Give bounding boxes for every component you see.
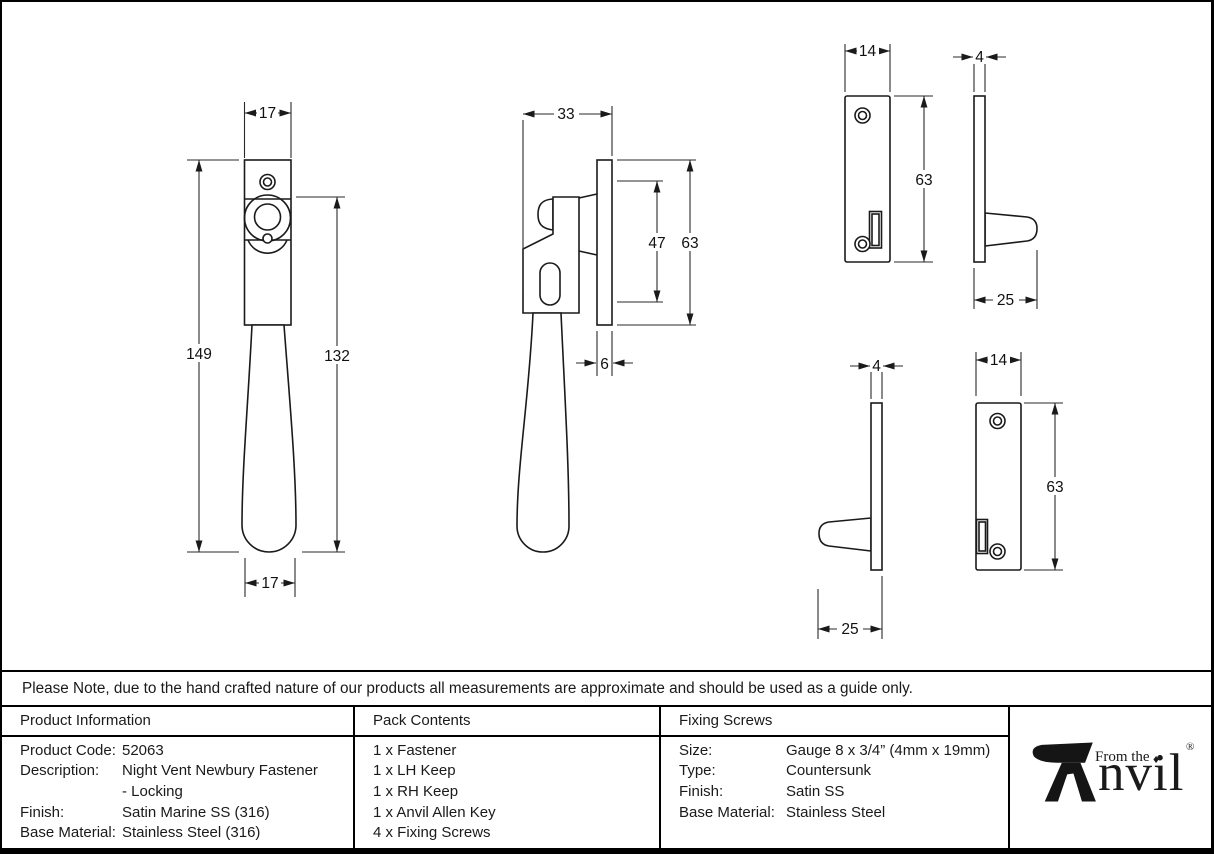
dimension-label: 17 — [261, 575, 278, 592]
keep-side-view-rh: 4 25 — [817, 358, 903, 639]
dimension-label: 4 — [975, 49, 984, 66]
spec-row: Type: Countersunk — [679, 761, 1008, 782]
spec-row: Finish: Satin Marine SS (316) — [20, 802, 353, 823]
spec-value: Stainless Steel (316) — [122, 824, 261, 842]
dimension-label: 4 — [872, 358, 881, 375]
spec-table: Product Information Pack Contents Fixing… — [2, 705, 1211, 848]
dimension-label: 6 — [600, 356, 609, 373]
pack-item: 1 x Fastener — [373, 741, 457, 759]
anvil-icon — [1032, 742, 1096, 802]
brand-logo: From the ♦ nvil ® — [1010, 705, 1211, 848]
dimension-label: 33 — [557, 106, 574, 123]
spec-label: Finish: — [20, 803, 65, 821]
pack-item: 4 x Fixing Screws — [373, 824, 491, 842]
keep-side-view-lh: 4 25 — [953, 49, 1038, 309]
spec-label: Base Material: — [679, 803, 775, 821]
spec-label: Finish: — [679, 782, 724, 800]
dimension-label: 14 — [990, 352, 1008, 369]
pack-item: 1 x RH Keep — [373, 782, 459, 800]
logo-tagline: From the — [1095, 749, 1150, 765]
spec-row: Finish: Satin SS — [679, 781, 1008, 802]
pack-contents-header: Pack Contents — [355, 705, 661, 737]
product-information-header: Product Information — [2, 705, 355, 737]
dimension-label: 63 — [681, 235, 698, 252]
dimension-label: 132 — [324, 348, 350, 365]
fixing-screws-header: Fixing Screws — [661, 705, 1010, 737]
spec-value: Satin SS — [786, 782, 845, 800]
spec-label: Product Code: — [20, 741, 116, 759]
logo-brand-text: nvil — [1098, 744, 1185, 802]
pack-item: 1 x LH Keep — [373, 762, 456, 780]
technical-drawing: 17 149 132 17 — [184, 42, 1068, 639]
spec-value: - Locking — [122, 782, 183, 800]
fastener-front-view: 17 149 132 17 — [184, 102, 353, 597]
keep-front-view-lh: 14 63 — [844, 42, 937, 263]
spec-value: Stainless Steel — [786, 803, 886, 821]
dimension-label: 63 — [915, 172, 932, 189]
spec-row: Description: Night Vent Newbury Fastener — [20, 761, 353, 782]
spec-value: Gauge 8 x 3/4” (4mm x 19mm) — [786, 741, 991, 759]
measurement-note-bar: Please Note, due to the hand crafted nat… — [2, 670, 1211, 707]
diamond-icon: ♦ — [1153, 752, 1160, 766]
spec-row: Base Material: Stainless Steel — [679, 802, 1008, 823]
dimension-label: 14 — [859, 43, 877, 60]
spec-label: Description: — [20, 762, 100, 780]
pack-contents-cell: 1 x Fastener 1 x LH Keep 1 x RH Keep 1 x… — [355, 737, 661, 848]
registered-trademark-icon: ® — [1186, 741, 1195, 753]
spec-label: Base Material: — [20, 824, 116, 842]
measurement-note-text: Please Note, due to the hand crafted nat… — [22, 679, 913, 697]
spec-row: - Locking — [20, 781, 353, 802]
keep-front-view-rh: 14 63 — [975, 351, 1068, 571]
spec-value: Satin Marine SS (316) — [122, 803, 270, 821]
spec-value: 52063 — [122, 741, 164, 759]
spec-row: Size: Gauge 8 x 3/4” (4mm x 19mm) — [679, 740, 1008, 761]
spec-row: Product Code: 52063 — [20, 740, 353, 761]
pack-item: 1 x Anvil Allen Key — [373, 803, 496, 821]
spec-value: Countersunk — [786, 762, 872, 780]
dimension-label: 149 — [186, 346, 212, 363]
fastener-side-view: 33 47 63 6 — [516, 105, 703, 553]
product-information-cell: Product Code: 52063 Description: Night Ven… — [2, 737, 355, 848]
dimension-label: 63 — [1046, 479, 1063, 496]
dimension-label: 25 — [841, 621, 858, 638]
dimension-label: 25 — [997, 292, 1014, 309]
dimension-label: 47 — [648, 235, 665, 252]
fixing-screws-cell: Size: Gauge 8 x 3/4” (4mm x 19mm) Type: Co… — [661, 737, 1010, 848]
dimension-label: 17 — [259, 105, 276, 122]
spec-label: Type: — [679, 762, 716, 780]
spec-value: Night Vent Newbury Fastener — [122, 762, 318, 780]
spec-label: Size: — [679, 741, 713, 759]
spec-row: Base Material: Stainless Steel (316) — [20, 822, 353, 843]
